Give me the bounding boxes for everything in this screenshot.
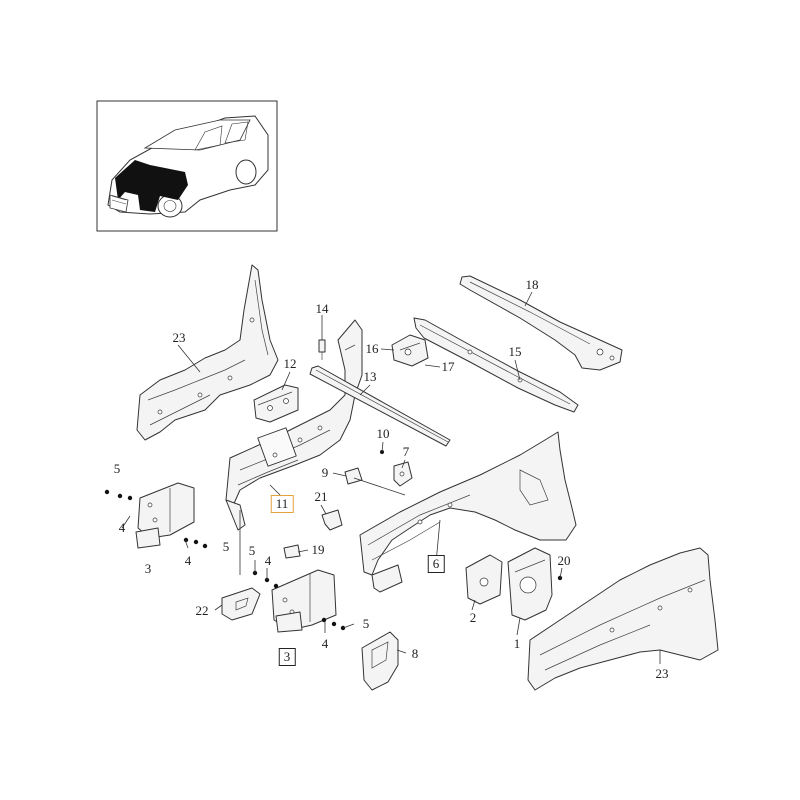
part-12-bracket[interactable] — [253, 384, 299, 423]
callout-4-lower-right[interactable]: 4 — [321, 636, 329, 651]
callout-17[interactable]: 17 — [441, 359, 455, 374]
callout-5-lower-left[interactable]: 5 — [248, 543, 256, 558]
callout-3-lower[interactable]: 3 — [278, 648, 296, 666]
callout-14[interactable]: 14 — [315, 301, 329, 316]
part-22-bracket[interactable] — [221, 587, 261, 621]
part-15-upper-rail[interactable] — [413, 317, 579, 413]
part-21-bracket[interactable] — [321, 509, 343, 531]
part-3-crash-box-lower[interactable] — [271, 569, 337, 633]
bolts-upper — [104, 489, 208, 549]
callout-5-upper-left[interactable]: 5 — [113, 461, 121, 476]
callout-3-upper[interactable]: 3 — [144, 561, 152, 576]
callout-19[interactable]: 19 — [311, 542, 325, 557]
callout-13[interactable]: 13 — [363, 369, 377, 384]
callout-9[interactable]: 9 — [321, 465, 329, 480]
callout-12[interactable]: 12 — [283, 356, 297, 371]
part-9-bracket[interactable] — [344, 467, 363, 485]
callout-1[interactable]: 1 — [513, 636, 521, 651]
callout-7[interactable]: 7 — [402, 444, 410, 459]
part-8-bracket[interactable] — [361, 631, 399, 691]
callout-4-upper-left[interactable]: 4 — [118, 520, 126, 535]
bolts-lower — [252, 570, 346, 631]
part-3-crash-box-upper[interactable] — [135, 482, 195, 549]
part-11-left-side-member[interactable] — [225, 319, 363, 531]
callout-4-upper-right[interactable]: 4 — [184, 553, 192, 568]
highlighted-structure-icon — [115, 160, 188, 212]
part-14-bolt[interactable] — [318, 339, 326, 360]
callout-2[interactable]: 2 — [469, 610, 477, 625]
callout-22[interactable]: 22 — [195, 603, 209, 618]
part-16-bracket[interactable] — [391, 334, 429, 367]
callout-4-lower-left[interactable]: 4 — [264, 553, 272, 568]
leader-lines — [121, 291, 661, 664]
callout-8[interactable]: 8 — [411, 646, 419, 661]
callout-18[interactable]: 18 — [525, 277, 539, 292]
callout-11[interactable]: 11 — [270, 495, 294, 513]
callout-6[interactable]: 6 — [427, 555, 445, 573]
callout-5-upper-right[interactable]: 5 — [222, 539, 230, 554]
callout-16[interactable]: 16 — [365, 341, 379, 356]
callout-20[interactable]: 20 — [557, 553, 571, 568]
vehicle-thumbnail — [96, 100, 278, 232]
callout-15[interactable]: 15 — [508, 344, 522, 359]
callout-10[interactable]: 10 — [376, 426, 390, 441]
part-7-bracket[interactable] — [393, 461, 413, 487]
callout-23-right[interactable]: 23 — [655, 666, 669, 681]
part-19-clip[interactable] — [283, 544, 301, 559]
part-1-strut-tower[interactable] — [507, 547, 553, 621]
callout-23-left[interactable]: 23 — [172, 330, 186, 345]
main-front-side-member[interactable] — [359, 431, 577, 593]
part-23-left-panel[interactable] — [136, 264, 279, 441]
car-wagon-icon — [107, 115, 269, 218]
part-18-rear-rail[interactable] — [459, 275, 623, 371]
callout-21[interactable]: 21 — [314, 489, 328, 504]
part-23-right-panel[interactable] — [527, 547, 719, 691]
part-2-bracket[interactable] — [465, 554, 503, 605]
callout-5-lower-right[interactable]: 5 — [362, 616, 370, 631]
part-13-crossmember[interactable] — [309, 365, 451, 447]
